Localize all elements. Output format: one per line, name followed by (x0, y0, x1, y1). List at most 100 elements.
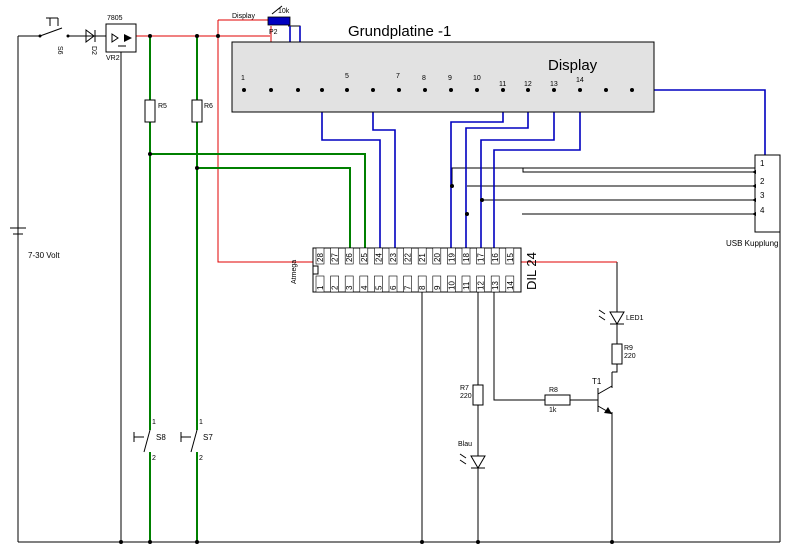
led-1: LED1 (598, 309, 644, 325)
black-wires (17, 25, 781, 543)
ic-bottom-pin (359, 275, 369, 293)
ic-top-pin (447, 247, 456, 265)
ic-bottom-pin-label: 12 (477, 281, 486, 290)
ic-name: Atmega (291, 260, 298, 284)
ic-bottom-pin (403, 275, 412, 293)
led-blue: Blau (458, 441, 486, 469)
svg-text:220: 220 (624, 353, 636, 360)
svg-text:Blau: Blau (458, 441, 472, 448)
ic-bottom-pin-label: 5 (374, 285, 383, 290)
ic-top-pin (432, 247, 442, 265)
ic-top-pin (374, 247, 383, 265)
switch-s7: 1 2 S7 (180, 419, 213, 462)
display-pin-dot (604, 88, 608, 92)
ic-top-pin-label: 15 (506, 253, 515, 262)
svg-text:VR2: VR2 (106, 55, 120, 62)
ic-top-pin (359, 247, 369, 265)
ic-bottom-pin-label: 3 (345, 285, 354, 290)
ic-top-pin-label: 18 (462, 253, 471, 262)
ic-top-pin-label: 27 (331, 253, 340, 262)
resistor-r9: R9 220 (611, 343, 636, 365)
svg-text:2: 2 (760, 177, 765, 186)
ic-top-pin-label: 16 (491, 253, 500, 262)
ic-bottom-pin (330, 275, 339, 293)
svg-text:S7: S7 (203, 433, 213, 442)
ic-bottom-pin-label: 10 (447, 281, 456, 290)
transistor-t1: T1 (590, 377, 613, 415)
svg-text:2: 2 (152, 455, 156, 462)
display-pin-label: 10 (473, 75, 481, 82)
ic-top-pin (417, 247, 427, 265)
display-pin-label: 11 (499, 81, 506, 88)
svg-text:1k: 1k (549, 407, 557, 414)
svg-text:1: 1 (760, 159, 765, 168)
potentiometer-p2: 10k P2 Display (232, 5, 291, 36)
ic-top-pin (330, 247, 339, 265)
usb-connector: 1 2 3 4 USB Kupplung (726, 154, 781, 248)
pot-value: 10k (278, 8, 290, 15)
display-pin-label: 14 (576, 77, 584, 84)
ic-bottom-pin (505, 275, 515, 293)
pot-ref: P2 (269, 29, 278, 36)
display-label: Display (548, 57, 598, 74)
svg-text:S8: S8 (156, 433, 166, 442)
ic-bottom-pin-label: 14 (506, 281, 515, 290)
display-pin-dot (242, 88, 246, 92)
display-pin-label: 5 (345, 73, 349, 80)
resistor-r8: R8 1k (544, 387, 571, 414)
ic-bottom-pin (344, 275, 354, 293)
ic-top-pin-label: 28 (316, 253, 325, 262)
display-pin-dot (423, 88, 427, 92)
regulator-7805: 7805 VR2 (105, 15, 137, 62)
display-pin-dot (320, 88, 324, 92)
ic-package-label: DIL 24 (524, 252, 539, 290)
ic-top-pin (476, 247, 485, 265)
power-section: S6 D2 7805 VR2 7-30 Volt (10, 15, 137, 260)
display-pin-label: 8 (422, 75, 426, 82)
ic-bottom-pin (432, 275, 442, 293)
display-pin-label: 7 (396, 73, 400, 80)
ic-top-pin-label: 17 (477, 253, 486, 262)
ic-bottom-pin-label: 9 (433, 285, 442, 290)
ic-top-pin-label: 23 (389, 253, 398, 262)
ic-bottom-pin-label: 11 (462, 281, 471, 290)
svg-text:1: 1 (152, 419, 156, 426)
ic-top-pin (505, 247, 515, 265)
ic-top-pin (344, 247, 354, 265)
display-pin-label: 13 (550, 81, 558, 88)
ic-top-pin (315, 247, 325, 265)
display-pin-label: 1 (241, 75, 245, 82)
display-pin-dot (501, 88, 505, 92)
ic-top-pin (388, 247, 398, 265)
ic-bottom-pin (417, 275, 427, 293)
display-pin-dot (526, 88, 530, 92)
display-pin-dot (269, 88, 273, 92)
svg-text:R9: R9 (624, 345, 633, 352)
ic-bottom-pin-label: 1 (316, 285, 325, 290)
resistor-r7: R7 220 (460, 384, 484, 406)
svg-text:2: 2 (199, 455, 203, 462)
svg-text:1: 1 (199, 419, 203, 426)
ic-bottom-pin (388, 275, 398, 293)
svg-text:R7: R7 (460, 385, 469, 392)
display-pin-dot (397, 88, 401, 92)
display-pin-dot (449, 88, 453, 92)
display-pin-label: 12 (524, 81, 532, 88)
display-pin-dot (371, 88, 375, 92)
ic-top-pin-label: 26 (345, 253, 354, 262)
ic-top-pin-label: 21 (418, 253, 427, 262)
display-pin-dot (578, 88, 582, 92)
display-pin-dot (552, 88, 556, 92)
svg-text:R5: R5 (158, 103, 167, 110)
supply-label: 7-30 Volt (28, 251, 60, 260)
svg-text:7805: 7805 (107, 15, 123, 22)
switch-s6-ref: S6 (56, 46, 63, 55)
ic-bottom-pin-label: 4 (360, 285, 369, 290)
display-wire-label: Display (232, 13, 255, 20)
svg-text:220: 220 (460, 393, 472, 400)
svg-text:3: 3 (760, 191, 765, 200)
